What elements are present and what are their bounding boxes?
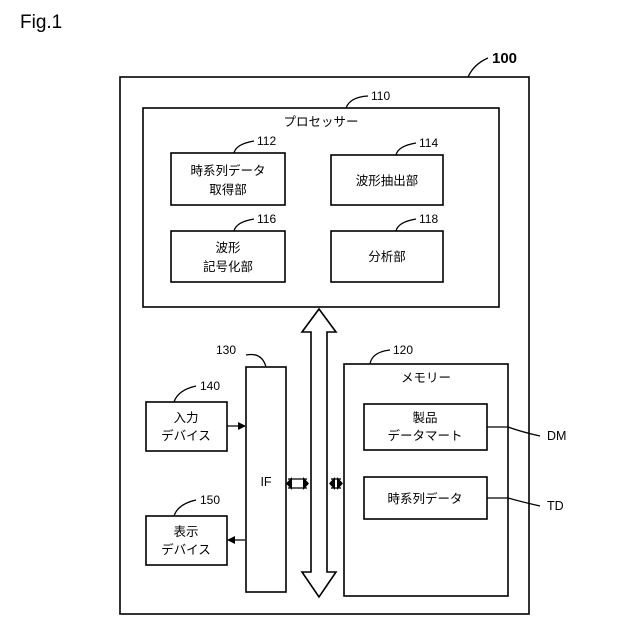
- interface-ref: 130: [216, 343, 236, 357]
- input-device-label-2: デバイス: [161, 428, 211, 443]
- display-device-ref: 150: [200, 493, 220, 507]
- memory-label: メモリー: [401, 371, 451, 385]
- display-device-box: [146, 516, 227, 565]
- device-leader: [468, 58, 488, 77]
- acquisition-unit-label-2: 取得部: [209, 182, 247, 197]
- encoding-unit-ref: 116: [257, 212, 276, 226]
- encoding-unit-box: [171, 231, 285, 282]
- input-device-box: [146, 402, 227, 451]
- analysis-unit-label: 分析部: [368, 249, 406, 264]
- product-data-mart-label-2: データマート: [387, 428, 462, 443]
- input-device-ref: 140: [200, 379, 220, 393]
- product-data-mart-label-1: 製品: [412, 411, 437, 425]
- acquisition-unit-label-1: 時系列データ: [190, 163, 265, 178]
- extraction-unit-ref: 114: [419, 136, 438, 150]
- acquisition-unit-box: [171, 153, 285, 205]
- figure-label: Fig.1: [20, 12, 62, 33]
- interface-label: IF: [260, 475, 271, 489]
- acquisition-unit-ref: 112: [257, 134, 276, 148]
- extraction-unit-label: 波形抽出部: [356, 173, 419, 188]
- time-series-data-tag: TD: [547, 499, 564, 513]
- product-data-mart-tag: DM: [547, 429, 566, 443]
- memory-ref: 120: [393, 343, 413, 357]
- processor-label: プロセッサー: [283, 115, 358, 129]
- encoding-unit-label-2: 記号化部: [203, 259, 253, 274]
- display-device-label-2: デバイス: [161, 542, 211, 557]
- analysis-unit-ref: 118: [419, 212, 438, 226]
- time-series-data-label: 時系列データ: [387, 491, 462, 506]
- input-device-label-1: 入力: [173, 411, 198, 425]
- device-ref: 100: [492, 50, 517, 67]
- display-device-label-1: 表示: [173, 525, 198, 539]
- encoding-unit-label-1: 波形: [215, 241, 241, 255]
- processor-ref: 110: [371, 89, 390, 103]
